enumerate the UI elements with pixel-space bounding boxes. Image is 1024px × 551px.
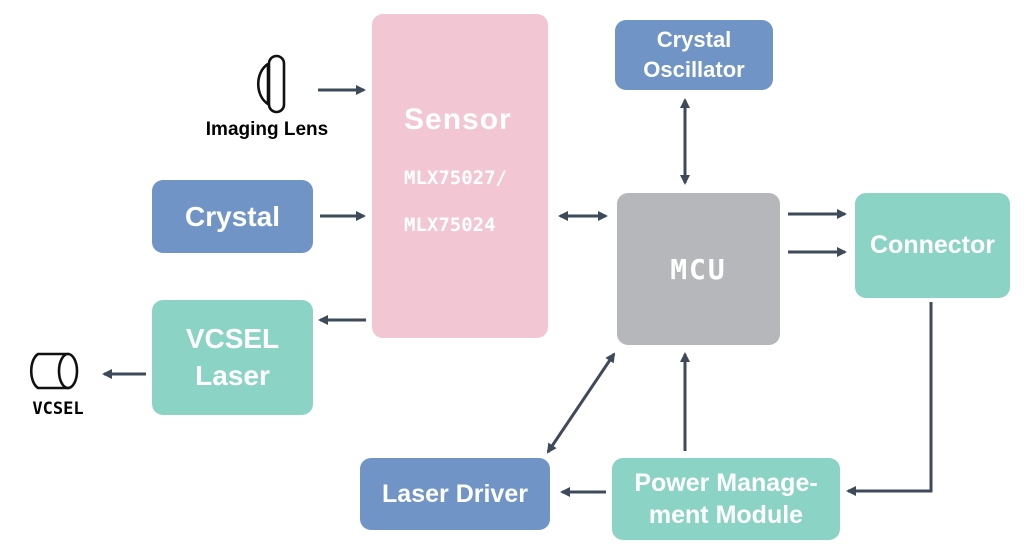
sensor-part-number-1: MLX75027/ — [404, 166, 507, 189]
vcsel-laser-label-line1: VCSEL — [185, 323, 280, 355]
imaging-lens-label: Imaging Lens — [205, 119, 329, 140]
vcsel-label: VCSEL — [32, 399, 84, 419]
power-management-label-line2: ment Module — [648, 501, 804, 529]
connector-label: Connector — [870, 231, 995, 259]
power-management-module-block: Power Manage- ment Module — [612, 458, 840, 540]
sensor-block: Sensor MLX75027/ MLX75024 — [372, 14, 548, 338]
crystal-oscillator-label-line2: Oscillator — [643, 57, 745, 82]
arrow-mcu-laser-driver-bidirectional — [546, 352, 616, 454]
sensor-part-number-2: MLX75024 — [404, 214, 496, 236]
imaging-lens-icon — [256, 54, 286, 114]
sensor-title: Sensor — [404, 102, 512, 136]
vcsel-icon — [29, 352, 79, 390]
crystal-oscillator-label-line1: Crystal — [656, 27, 732, 53]
crystal-oscillator-block: Crystal Oscillator — [615, 20, 773, 90]
crystal-label: Crystal — [185, 200, 280, 232]
mcu-label: MCU — [670, 252, 727, 286]
connector-block: Connector — [855, 193, 1010, 298]
power-management-label-line1: Power Manage- — [634, 468, 818, 497]
laser-driver-block: Laser Driver — [360, 458, 550, 530]
vcsel-laser-block: VCSEL Laser — [152, 300, 313, 415]
mcu-block: MCU — [617, 193, 780, 345]
laser-driver-label: Laser Driver — [382, 479, 528, 508]
arrow-connector-to-power-management — [846, 302, 933, 496]
crystal-block: Crystal — [152, 180, 313, 253]
vcsel-laser-label-line2: Laser — [195, 359, 270, 391]
